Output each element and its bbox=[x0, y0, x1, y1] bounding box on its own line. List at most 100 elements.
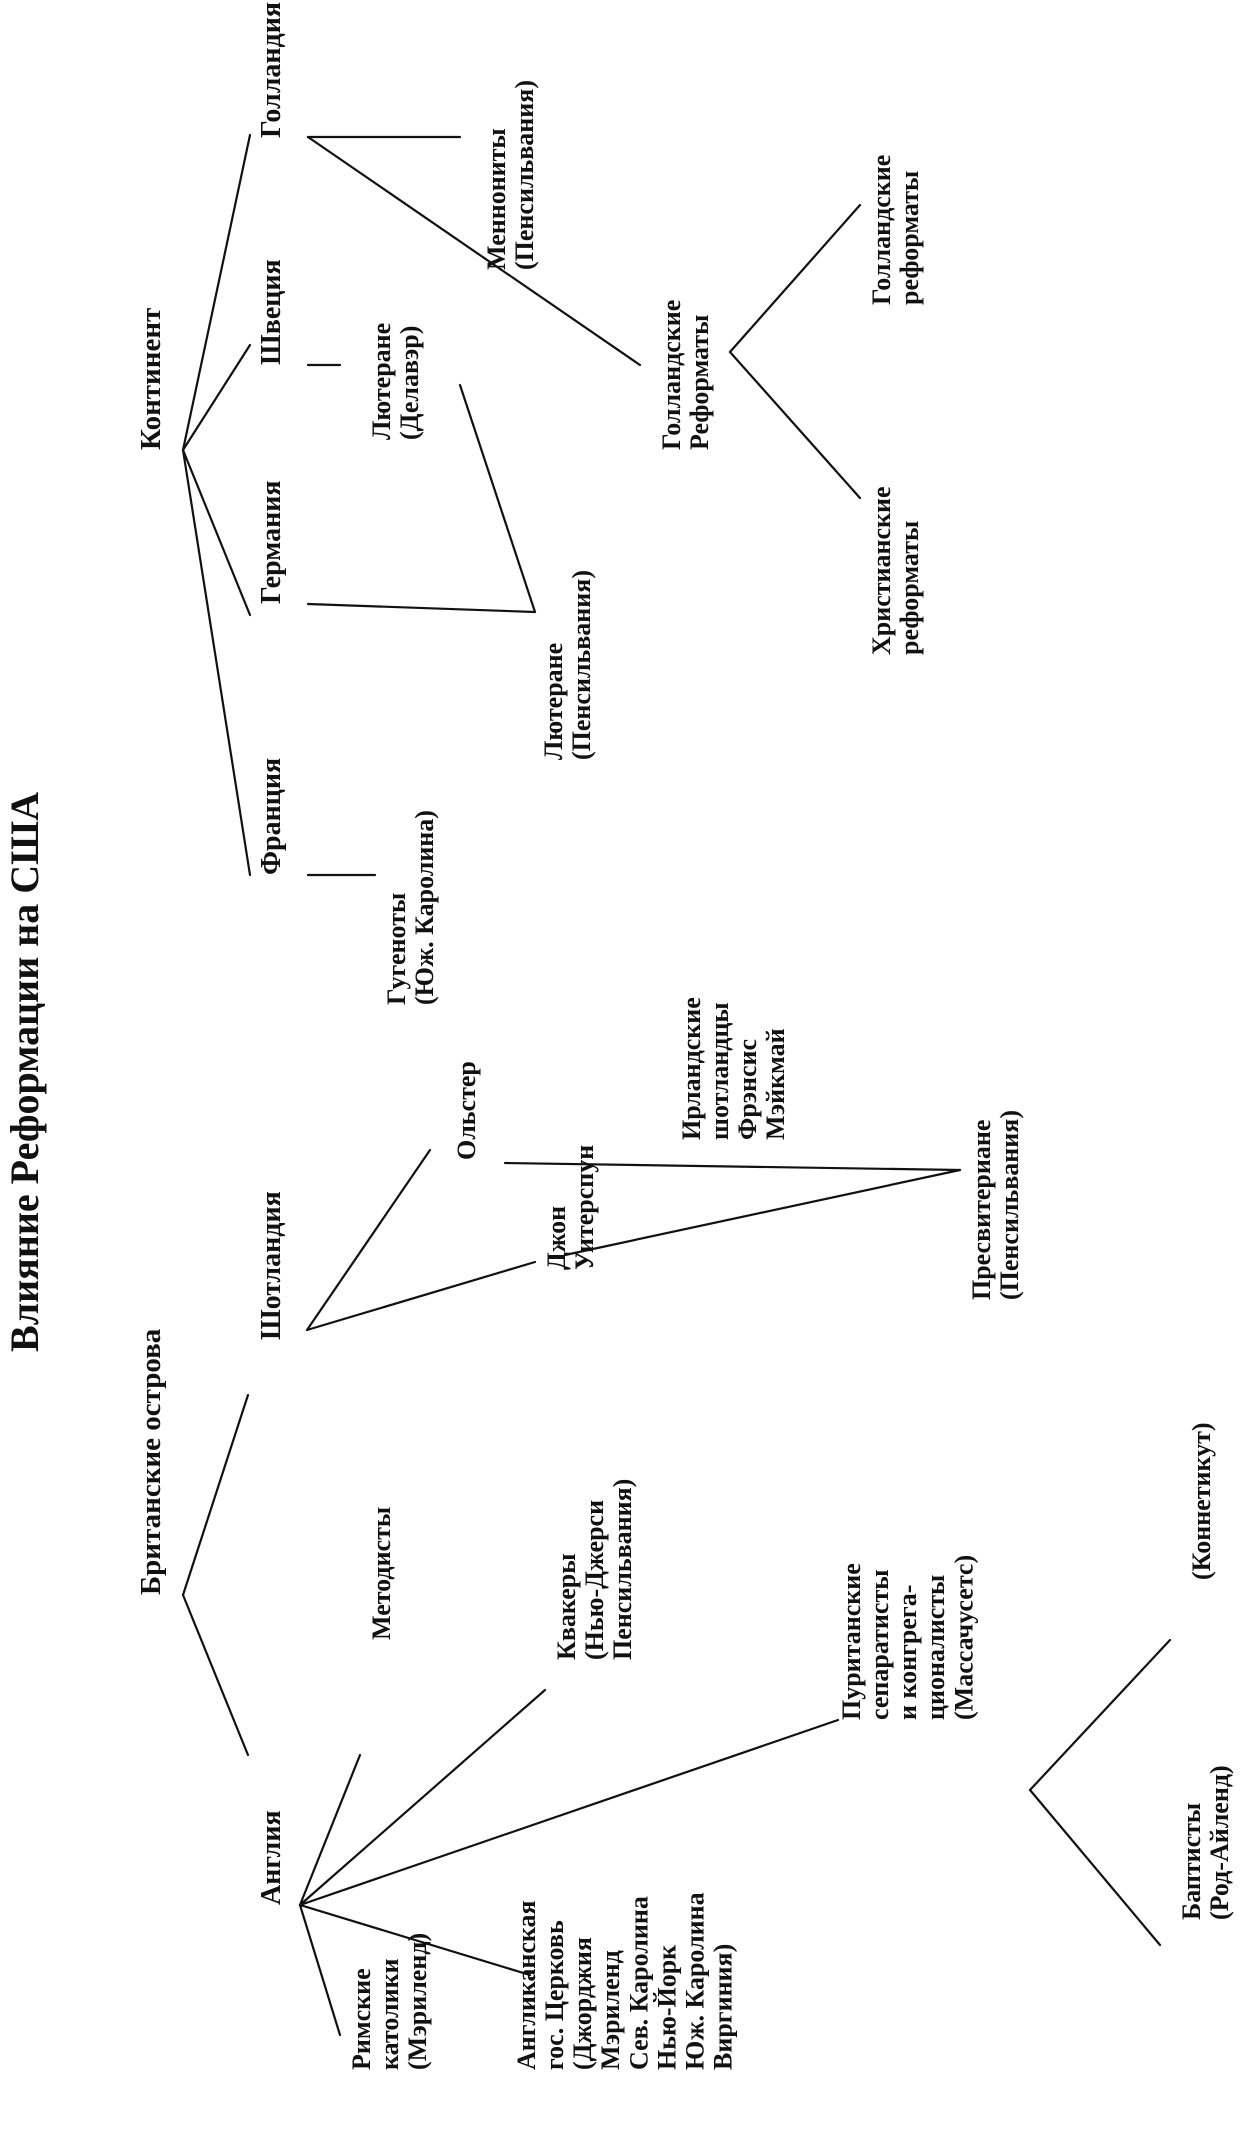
node-label-line: (Пенсильвания) bbox=[510, 80, 539, 270]
node-witherspoon: ДжонУитерспун bbox=[542, 1145, 599, 1270]
node-label-line: (Коннетикут) bbox=[1187, 1422, 1216, 1580]
edges bbox=[181, 133, 1172, 2037]
edge-england-quakers bbox=[298, 1688, 547, 1907]
node-anglican: Англиканскаягос. Церковь(ДжорджияМэрилен… bbox=[512, 1892, 738, 2070]
node-label-line: и конгрега- bbox=[893, 1585, 922, 1720]
node-continent: Континент bbox=[135, 308, 167, 450]
node-label-line: Пенсильвания) bbox=[608, 1479, 637, 1660]
edge-british-england bbox=[181, 1593, 250, 1757]
node-label-line: Лютеране bbox=[539, 643, 568, 760]
edge-dutch-reformed-dutch bbox=[728, 203, 862, 354]
node-label-line: Юж. Каролина bbox=[680, 1892, 709, 2070]
node-label-line: ционалисты bbox=[921, 1575, 950, 1720]
node-label-line: Мэйкмай bbox=[761, 1028, 790, 1140]
node-label-line: гос. Церковь bbox=[540, 1920, 569, 2070]
node-label-line: (Род-Айленд) bbox=[1205, 1765, 1234, 1920]
edge-continent-sweden bbox=[181, 343, 252, 452]
node-label-line: Джон bbox=[542, 1206, 571, 1270]
node-label-line: Голландия bbox=[256, 2, 287, 138]
node-label-line: Сев. Каролина bbox=[624, 1896, 653, 2070]
node-label-line: Англиканская bbox=[512, 1900, 541, 2070]
node-label-line: Франция bbox=[256, 758, 287, 875]
node-label-line: Пресвитериане bbox=[967, 1120, 996, 1300]
edge-continent-france bbox=[181, 448, 252, 877]
node-label-line: Баптисты bbox=[1177, 1803, 1206, 1920]
node-label-line: (Джорджия bbox=[568, 1937, 597, 2070]
edge-germany-lutherans-pa bbox=[306, 602, 537, 614]
node-mennonites: Меннониты(Пенсильвания) bbox=[482, 80, 539, 270]
node-label-line: Уитерспун bbox=[570, 1145, 599, 1270]
edge-british-scotland bbox=[181, 1393, 250, 1597]
node-label-line: католики bbox=[375, 1958, 404, 2070]
edge-scotland-ulster bbox=[305, 1148, 432, 1332]
node-irish-scots: ИрландскиешотландцыФрэнсисМэйкмай bbox=[677, 997, 790, 1140]
edge-england-anglican bbox=[298, 1903, 532, 1977]
node-label-line: Ирландские bbox=[677, 997, 706, 1140]
node-presbyterians: Пресвитериане(Пенсильвания) bbox=[967, 1110, 1024, 1300]
node-label-line: (Нью-Джерси bbox=[580, 1500, 609, 1660]
node-huguenots: Гугеноты(Юж. Каролина) bbox=[382, 810, 439, 1005]
node-quakers: Квакеры(Нью-ДжерсиПенсильвания) bbox=[552, 1479, 637, 1660]
node-label-line: (Мэриленд) bbox=[403, 1933, 432, 2070]
node-lutherans-de: Лютеране(Делавэр) bbox=[367, 323, 424, 440]
node-label-line: (Массачусетс) bbox=[949, 1555, 978, 1720]
node-label-line: Христианские bbox=[867, 486, 896, 655]
node-label-line: Методисты bbox=[367, 1507, 396, 1640]
edge-england-puritans bbox=[298, 1718, 840, 1907]
edge-england-catholics bbox=[298, 1903, 342, 2037]
node-label-line: Меннониты bbox=[482, 128, 511, 270]
node-label-line: (Делавэр) bbox=[395, 326, 424, 440]
node-label-line: Виргиния) bbox=[709, 1944, 738, 2070]
node-label-line: Британские острова bbox=[135, 1328, 167, 1595]
node-label-line: Ольстер bbox=[452, 1061, 481, 1160]
node-label-line: Квакеры bbox=[552, 1553, 581, 1660]
node-dutch-reformed-2: Голландскиереформаты bbox=[867, 155, 924, 305]
node-sweden: Швеция bbox=[256, 259, 287, 365]
node-ulster: Ольстер bbox=[452, 1061, 481, 1160]
node-dutch-reformed: ГолландскиеРеформаты bbox=[657, 300, 714, 450]
node-label-line: Гугеноты bbox=[382, 893, 411, 1005]
edge-ulster-presbyterians bbox=[503, 1161, 962, 1172]
node-label-line: Германия bbox=[256, 480, 287, 604]
edge-witherspoon-presbyterians bbox=[563, 1168, 962, 1257]
node-label-line: Римские bbox=[347, 1968, 376, 2070]
node-baptists: Баптисты(Род-Айленд) bbox=[1177, 1765, 1234, 1920]
node-holland: Голландия bbox=[256, 2, 287, 138]
node-label-line: Англия bbox=[256, 1810, 287, 1905]
node-catholics: Римскиекатолики(Мэриленд) bbox=[347, 1933, 432, 2070]
edge-holland-dutch-reformed bbox=[306, 135, 642, 367]
node-methodists: Методисты bbox=[367, 1507, 396, 1640]
node-label-line: реформаты bbox=[895, 171, 924, 305]
node-lutherans-pa: Лютеране(Пенсильвания) bbox=[539, 570, 596, 760]
edge-lutherans-de-lutherans-pa bbox=[458, 383, 537, 614]
edge-england-methodists bbox=[298, 1753, 362, 1907]
node-label-line: (Пенсильвания) bbox=[567, 570, 596, 760]
edge-continent-holland bbox=[181, 133, 252, 452]
node-label-line: реформаты bbox=[895, 521, 924, 655]
edge-puritans-baptists bbox=[1028, 1788, 1162, 1947]
node-germany: Германия bbox=[256, 480, 287, 604]
node-christian-reformed: Христианскиереформаты bbox=[867, 486, 924, 655]
edge-scotland-witherspoon bbox=[305, 1260, 537, 1332]
labels: Влияние Реформации на США Британские ост… bbox=[2, 2, 1234, 2070]
node-france: Франция bbox=[256, 758, 287, 875]
node-label-line: Пуританские bbox=[837, 1563, 866, 1720]
node-connecticut: (Коннетикут) bbox=[1187, 1422, 1216, 1580]
node-label-line: Континент bbox=[135, 308, 167, 450]
node-label-line: Голландские bbox=[867, 155, 896, 305]
node-label-line: Лютеране bbox=[367, 323, 396, 440]
edge-puritans-connecticut bbox=[1028, 1638, 1172, 1792]
diagram-title: Влияние Реформации на США bbox=[2, 792, 47, 1352]
node-england: Англия bbox=[256, 1810, 287, 1905]
node-label-line: Реформаты bbox=[685, 315, 714, 450]
node-label-line: Мэриленд bbox=[596, 1950, 625, 2070]
node-label-line: Голландские bbox=[657, 300, 686, 450]
node-label-line: (Пенсильвания) bbox=[995, 1110, 1024, 1300]
node-label-line: Нью-Йорк bbox=[652, 1945, 681, 2070]
node-scotland: Шотландия bbox=[256, 1191, 287, 1340]
node-puritans: Пуританскиесепаратистыи конгрега-ционали… bbox=[837, 1555, 978, 1720]
node-label-line: сепаратисты bbox=[865, 1569, 894, 1720]
edge-continent-germany bbox=[181, 448, 252, 617]
node-label-line: Швеция bbox=[256, 259, 287, 365]
